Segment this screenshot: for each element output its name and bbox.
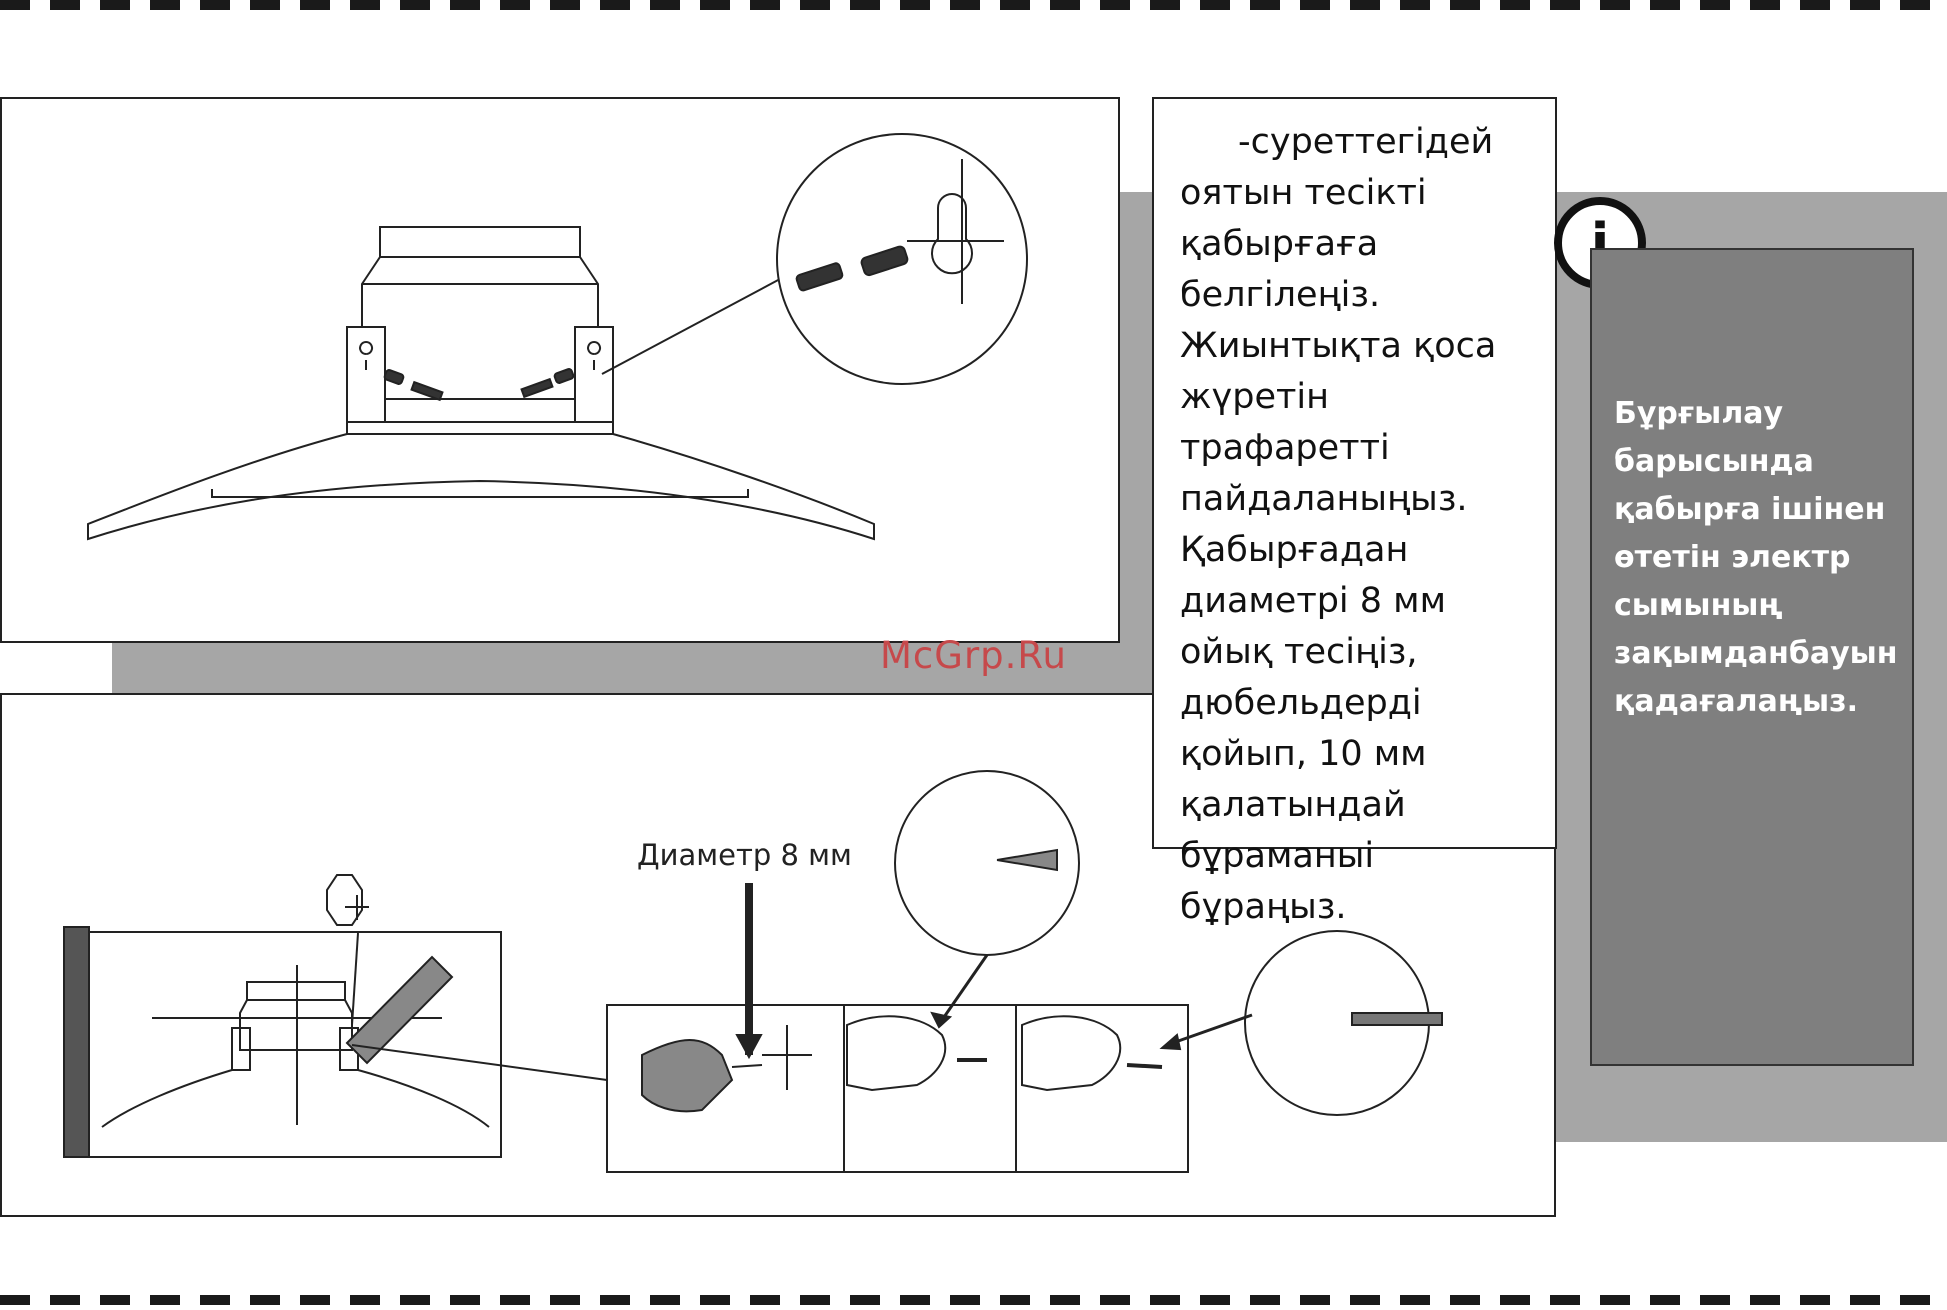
bottom-dashed-border — [0, 1295, 1947, 1305]
warning-note-text: Бұрғылау барысында қабырға ішінен өтетін… — [1614, 396, 1898, 719]
watermark: McGrp.Ru — [880, 634, 1067, 677]
top-dashed-border — [0, 0, 1947, 10]
drill-diameter-label: Диаметр 8 мм — [637, 838, 852, 872]
drilling-sequence-illustration: Диаметр 8 мм — [63, 770, 1443, 1173]
instruction-text: -суреттегідей оятын тесікті қабырғаға бе… — [1180, 122, 1497, 927]
instruction-text-panel: -суреттегідей оятын тесікті қабырғаға бе… — [1152, 97, 1557, 927]
bracket-mounting-illustration — [87, 133, 1028, 541]
warning-note-panel: Бұрғылау барысында қабырға ішінен өтетін… — [1590, 248, 1914, 1066]
top-illustration-panel — [0, 97, 1120, 643]
